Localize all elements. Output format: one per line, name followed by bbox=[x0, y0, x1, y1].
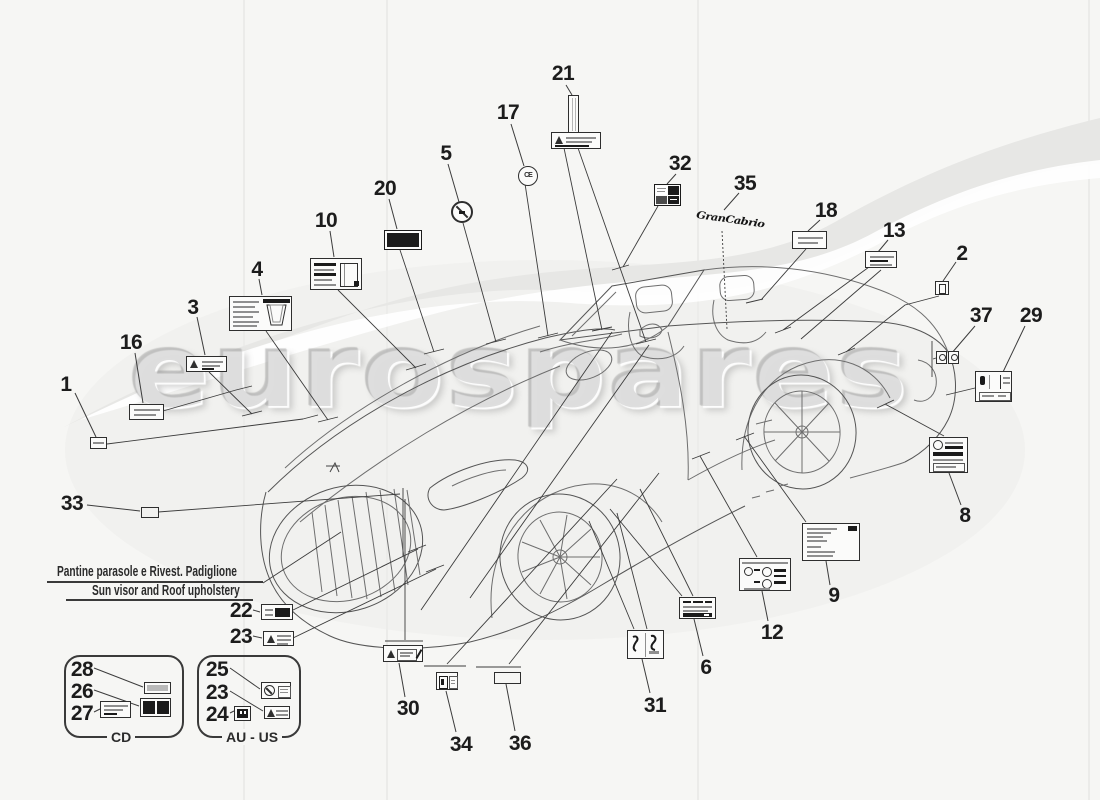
callout-28: 28 bbox=[70, 658, 94, 681]
callout-34: 34 bbox=[449, 733, 473, 756]
callout-35: 35 bbox=[733, 172, 757, 195]
sticker-33-thumbnail bbox=[141, 507, 159, 518]
au-us-group-caption: AU - US bbox=[222, 729, 283, 745]
sticker-20-thumbnail bbox=[384, 230, 422, 250]
sticker-3-thumbnail bbox=[186, 356, 227, 372]
sticker-37-thumbnail-b bbox=[948, 351, 959, 364]
callout-4: 4 bbox=[251, 258, 263, 281]
callout-36: 36 bbox=[508, 732, 532, 755]
sticker-13-thumbnail bbox=[865, 251, 897, 268]
sticker-17-ce-mark: CE bbox=[518, 166, 538, 186]
callout-33: 33 bbox=[60, 492, 84, 515]
sticker-30-thumbnail bbox=[383, 645, 423, 662]
note-underline-2 bbox=[66, 599, 253, 601]
note-english: Sun visor and Roof upholstery bbox=[92, 583, 240, 599]
callout-9: 9 bbox=[828, 584, 840, 607]
cd-group-caption: CD bbox=[107, 729, 136, 745]
sticker-29-thumbnail bbox=[975, 371, 1012, 402]
callout-21: 21 bbox=[551, 62, 575, 85]
callout-32: 32 bbox=[668, 152, 692, 175]
sticker-34-thumbnail bbox=[436, 672, 458, 690]
watermark: eurospares bbox=[128, 309, 910, 431]
sticker-12-thumbnail bbox=[739, 558, 791, 591]
callout-2: 2 bbox=[956, 242, 968, 265]
callout-18: 18 bbox=[814, 199, 838, 222]
callout-20: 20 bbox=[373, 177, 397, 200]
sticker-23c-thumbnail bbox=[264, 706, 290, 719]
sticker-18-thumbnail bbox=[792, 231, 827, 249]
callout-8: 8 bbox=[959, 504, 971, 527]
sticker-31-thumbnail bbox=[627, 630, 664, 659]
sticker-37-thumbnail-a bbox=[936, 351, 947, 364]
callout-1: 1 bbox=[60, 373, 72, 396]
callout-23b: 23 bbox=[205, 681, 229, 704]
callout-23: 23 bbox=[229, 625, 253, 648]
callout-22: 22 bbox=[229, 599, 253, 622]
callout-5: 5 bbox=[440, 142, 452, 165]
sticker-27-thumbnail bbox=[100, 701, 131, 718]
callout-17: 17 bbox=[496, 101, 520, 124]
callout-3: 3 bbox=[187, 296, 199, 319]
callout-13: 13 bbox=[882, 219, 906, 242]
note-italian: Pantine parasole e Rivest. Padiglione bbox=[57, 564, 237, 580]
callout-30: 30 bbox=[396, 697, 420, 720]
callout-10: 10 bbox=[314, 209, 338, 232]
sticker-24-thumbnail bbox=[234, 706, 251, 721]
scan-stripe bbox=[1088, 0, 1090, 800]
note-underline-1 bbox=[47, 581, 263, 583]
sticker-6-thumbnail bbox=[679, 597, 716, 619]
sticker-16-thumbnail bbox=[129, 404, 164, 420]
sticker-9-thumbnail bbox=[802, 523, 860, 561]
callout-26: 26 bbox=[70, 680, 94, 703]
sticker-21-base bbox=[551, 132, 601, 149]
sticker-28-thumbnail bbox=[144, 682, 171, 694]
callout-29: 29 bbox=[1019, 304, 1043, 327]
callout-25: 25 bbox=[205, 658, 229, 681]
sticker-2-thumbnail bbox=[935, 281, 949, 295]
sticker-23-thumbnail bbox=[263, 631, 294, 646]
sticker-25-thumbnail bbox=[261, 682, 291, 699]
sticker-22-thumbnail bbox=[261, 604, 293, 620]
sticker-32-thumbnail bbox=[654, 184, 681, 206]
sticker-36-thumbnail bbox=[494, 672, 521, 684]
callout-27: 27 bbox=[70, 702, 94, 725]
callout-24: 24 bbox=[205, 703, 229, 726]
callout-12: 12 bbox=[760, 621, 784, 644]
sticker-21-strip bbox=[568, 95, 579, 134]
sticker-4-thumbnail bbox=[229, 296, 292, 331]
sticker-5-thumbnail bbox=[451, 201, 473, 223]
callout-6: 6 bbox=[700, 656, 712, 679]
callout-31: 31 bbox=[643, 694, 667, 717]
callout-37: 37 bbox=[969, 304, 993, 327]
sticker-8-thumbnail bbox=[929, 437, 968, 473]
sticker-10-thumbnail bbox=[310, 258, 362, 290]
sticker-1-thumbnail bbox=[90, 437, 107, 449]
callout-16: 16 bbox=[119, 331, 143, 354]
sticker-26-thumbnail bbox=[140, 698, 171, 717]
